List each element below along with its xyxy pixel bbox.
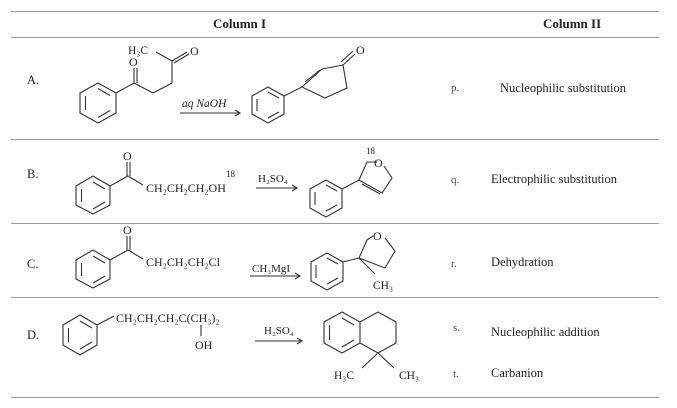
row-c-product-oxygen: O — [373, 229, 382, 243]
row-a-reactant-carbonyl-oxygen: O — [129, 55, 138, 69]
option-key-s: s. — [453, 322, 461, 334]
row-label-b: B. — [27, 167, 39, 181]
option-text-s: Nucleophilic addition — [491, 325, 600, 339]
row-divider — [11, 297, 659, 298]
option-key-r: r. — [451, 258, 457, 270]
row-a-reactant-ketone-oxygen: O — [190, 44, 199, 58]
row-a-methyl-label: H₃C — [128, 45, 148, 57]
option-text-t: Carbanion — [491, 366, 544, 380]
row-d-arrow-head — [296, 337, 304, 345]
row-a-arrow-head — [234, 109, 242, 117]
row-label-a: A. — [27, 73, 40, 87]
row-b-product-structure — [309, 161, 393, 218]
table-bottom-rule — [11, 397, 659, 398]
row-d-reactant-structure — [62, 314, 202, 356]
option-key-q: q. — [451, 174, 460, 186]
option-text-p: Nucleophilic substitution — [500, 81, 627, 95]
row-a-reactant-structure — [79, 51, 190, 124]
row-c-reactant-structure — [75, 236, 144, 289]
row-a-reagent: aq NaOH — [182, 98, 227, 110]
row-label-d: D. — [27, 328, 40, 342]
row-b-product-oxygen: O — [374, 156, 383, 170]
row-b-reagent: H₂SO₄ — [258, 173, 288, 185]
row-d-product-methyl-right: CH₃ — [399, 370, 419, 382]
row-a-product-oxygen: O — [356, 43, 365, 57]
row-b-carbonyl-oxygen: O — [123, 149, 132, 163]
row-d-chain: CH₂CH₂CH₂C(CH₃)₂ — [116, 311, 220, 325]
row-c-carbonyl-oxygen: O — [123, 223, 132, 237]
row-d-reagent: H₂SO₄ — [264, 325, 294, 337]
row-divider — [11, 223, 659, 224]
row-c-reagent: CH₃MgI — [252, 263, 290, 275]
option-text-q: Electrophilic substitution — [491, 172, 618, 186]
header-rule — [11, 37, 659, 38]
column-2-header: Column II — [543, 16, 602, 31]
row-b-isotope-label: 18 — [226, 169, 236, 179]
row-d-product-structure — [323, 311, 397, 369]
option-key-t: t. — [453, 368, 459, 380]
option-key-p: p. — [451, 82, 460, 94]
row-divider — [11, 139, 659, 140]
table-top-rule — [11, 11, 659, 12]
column-1-header: Column I — [213, 16, 267, 31]
row-b-arrow-head — [291, 184, 299, 192]
row-b-product-isotope: 18 — [366, 146, 376, 156]
row-c-chain: CH₂CH₂CH₂Cl — [146, 255, 221, 269]
row-d-hydroxyl: OH — [195, 338, 213, 352]
row-c-product-methyl: CH₃ — [373, 280, 393, 292]
row-c-product-structure — [310, 235, 396, 291]
row-label-c: C. — [27, 257, 39, 271]
row-a-product-structure — [251, 50, 356, 124]
row-b-reactant-structure — [75, 162, 144, 215]
row-b-chain: CH₂CH₂CH₂OH — [146, 181, 226, 195]
row-d-product-methyl-left: H₃C — [334, 370, 354, 382]
row-c-arrow-head — [294, 272, 302, 280]
option-text-r: Dehydration — [491, 255, 554, 269]
